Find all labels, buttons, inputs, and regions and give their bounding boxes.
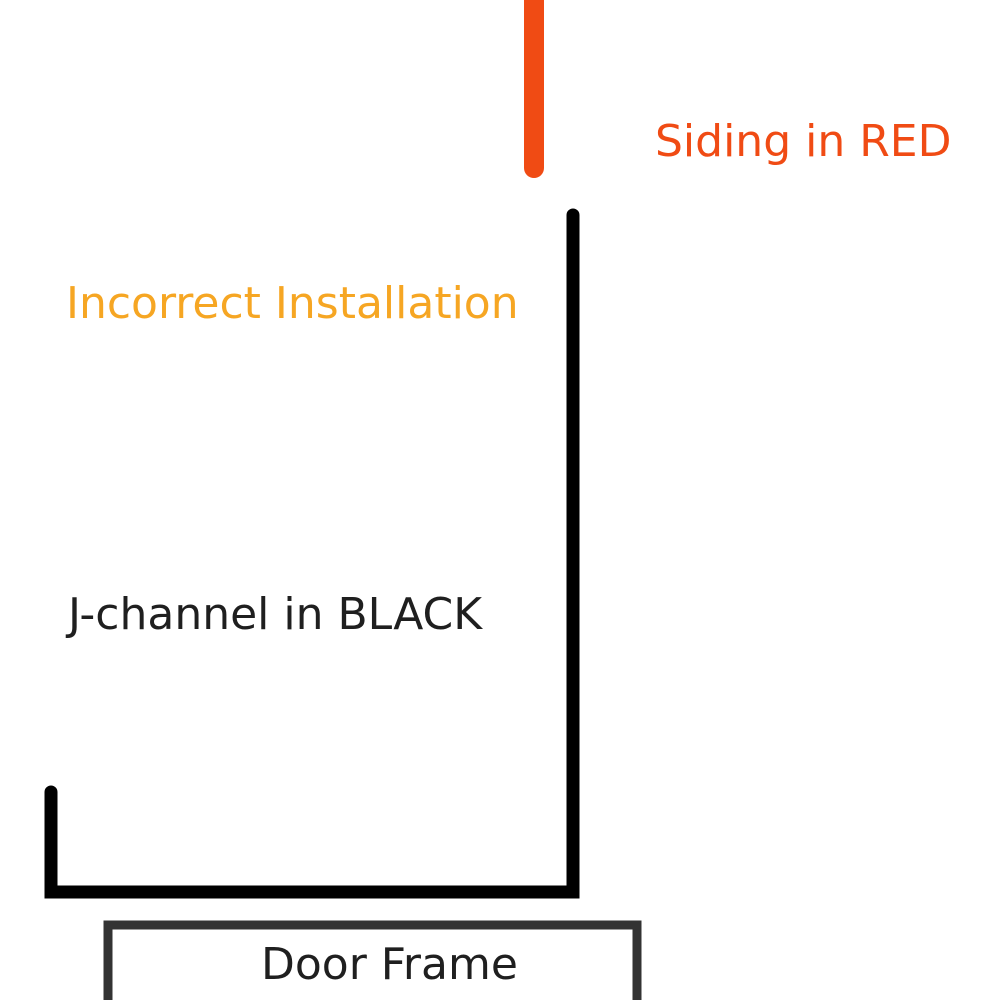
j-channel-shape bbox=[44, 208, 580, 899]
siding-label: Siding in RED bbox=[655, 116, 952, 167]
door-frame-label: Door Frame bbox=[261, 939, 518, 990]
door-frame-outline bbox=[103, 920, 642, 1002]
installation-status-label: Incorrect Installation bbox=[66, 278, 519, 329]
j-channel-label: J-channel in BLACK bbox=[68, 589, 483, 640]
